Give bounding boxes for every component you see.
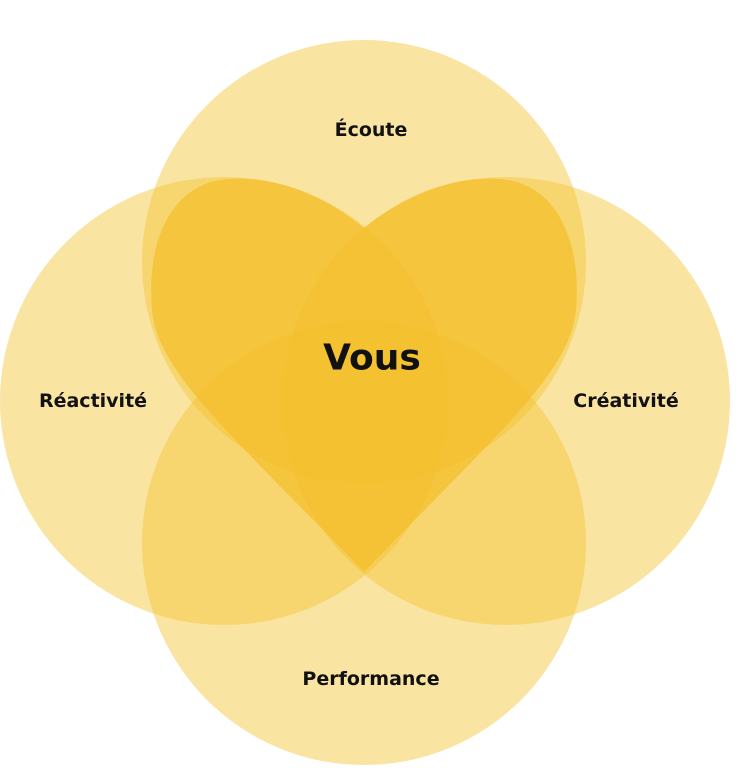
label-ecoute: Écoute <box>334 119 408 141</box>
label-performance: Performance <box>302 668 440 690</box>
heart-shape <box>151 178 577 572</box>
label-creativite: Créativité <box>573 390 679 412</box>
label-vous: Vous <box>323 337 421 379</box>
label-reactivite: Réactivité <box>38 390 148 412</box>
